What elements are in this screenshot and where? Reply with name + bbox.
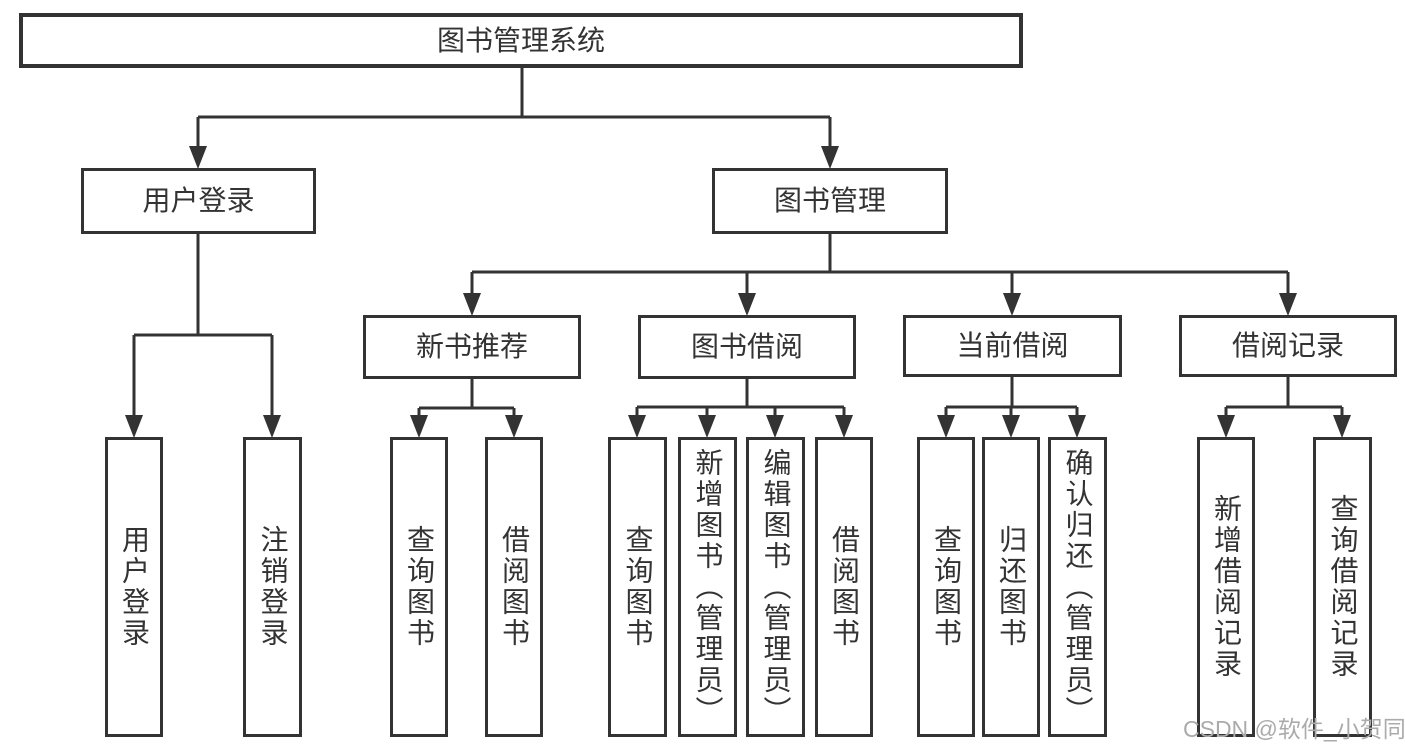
leaf-add-book-admin: 新增图书（管理员）	[678, 437, 737, 737]
leaf-borrow-books-recommend-label: 借阅图书	[499, 525, 530, 649]
node-book-management: 图书管理	[712, 168, 948, 234]
node-borrow-records-label: 借阅记录	[1231, 330, 1344, 361]
node-new-book-recommend: 新书推荐	[363, 315, 581, 379]
leaf-confirm-return-admin-label: 确认归还（管理员）	[1062, 447, 1094, 727]
leaf-logout: 注销登录	[243, 437, 302, 737]
leaf-query-books-borrow: 查询图书	[608, 437, 667, 737]
leaf-user-login: 用户登录	[105, 437, 163, 737]
leaf-confirm-return-admin: 确认归还（管理员）	[1048, 437, 1107, 737]
node-current-borrow-label: 当前借阅	[956, 330, 1069, 361]
leaf-query-books-recommend: 查询图书	[390, 437, 448, 737]
leaf-add-borrow-record: 新增借阅记录	[1197, 437, 1255, 737]
node-borrow-records: 借阅记录	[1179, 315, 1397, 377]
leaf-query-borrow-record-label: 查询借阅记录	[1327, 494, 1359, 680]
leaf-query-borrow-record: 查询借阅记录	[1313, 437, 1372, 737]
leaf-query-books-borrow-label: 查询图书	[622, 525, 654, 649]
leaf-borrow-books-label: 借阅图书	[829, 525, 860, 649]
node-book-management-label: 图书管理	[773, 185, 886, 216]
node-current-borrow: 当前借阅	[903, 315, 1122, 377]
leaf-query-books-current-label: 查询图书	[931, 525, 962, 649]
leaf-query-books-current: 查询图书	[917, 437, 975, 737]
watermark: CSDN @软件_小贺同学	[1183, 716, 1405, 742]
node-book-borrow: 图书借阅	[638, 315, 856, 379]
leaf-borrow-books: 借阅图书	[815, 437, 873, 737]
leaf-return-book: 归还图书	[982, 437, 1040, 737]
node-root-label: 图书管理系统	[436, 24, 605, 56]
leaf-edit-book-admin-label: 编辑图书（管理员）	[760, 447, 792, 727]
leaf-edit-book-admin: 编辑图书（管理员）	[746, 437, 805, 737]
leaf-borrow-books-recommend: 借阅图书	[485, 437, 543, 737]
node-user-login: 用户登录	[81, 168, 316, 234]
leaf-query-books-recommend-label: 查询图书	[404, 525, 435, 649]
node-user-login-label: 用户登录	[142, 185, 255, 216]
leaf-add-borrow-record-label: 新增借阅记录	[1211, 494, 1242, 680]
node-new-book-recommend-label: 新书推荐	[415, 331, 528, 362]
leaf-add-book-admin-label: 新增图书（管理员）	[692, 447, 724, 727]
leaf-user-login-label: 用户登录	[119, 525, 150, 649]
leaf-logout-label: 注销登录	[257, 525, 289, 649]
node-book-borrow-label: 图书借阅	[690, 331, 803, 362]
node-root: 图书管理系统	[19, 13, 1023, 68]
leaf-return-book-label: 归还图书	[996, 525, 1027, 649]
